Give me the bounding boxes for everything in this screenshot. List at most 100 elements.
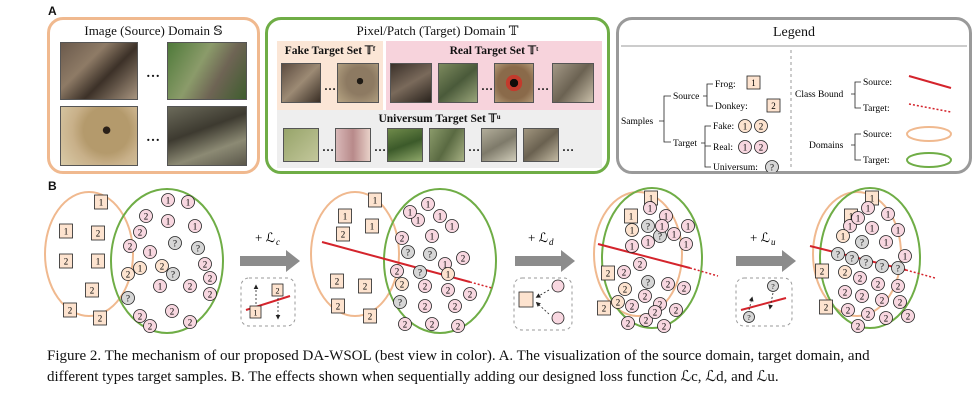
sample-label: 2 [336, 301, 341, 311]
target-class-bound [905, 269, 936, 279]
sample-label: 2 [456, 321, 461, 331]
real-sample-circle [445, 219, 459, 233]
real-sample-circle [851, 319, 865, 333]
sample-label: 2 [622, 267, 627, 277]
patch-photo [481, 128, 517, 162]
sample-label: 2 [638, 259, 643, 269]
step-lc: + ℒ c 1 2 [240, 230, 300, 327]
sample-label: 2 [138, 227, 143, 237]
sample-label: 2 [860, 291, 865, 301]
real-sample-circle [838, 285, 852, 299]
sample-label: 1 [96, 256, 101, 266]
source-sample-square [597, 300, 611, 316]
sample-label: 1 [660, 221, 665, 231]
source-class-bound [597, 243, 691, 269]
sample-label: 2 [666, 279, 671, 289]
sample-label: 2 [368, 311, 373, 321]
legend-source-bound-line [908, 75, 952, 89]
sample-label: 2 [644, 315, 649, 325]
sample-label: 2 [208, 273, 213, 283]
ellipsis: … [146, 130, 161, 145]
frog-photo [167, 106, 247, 166]
sample-label: 2 [335, 276, 340, 286]
universum-sample-circle [401, 245, 415, 259]
legend-source-label: Source [673, 92, 699, 102]
real-sample-circle [855, 289, 869, 303]
sample-label: 2 [423, 281, 428, 291]
sample-label: 1 [684, 239, 689, 249]
fake-sample-circle [121, 267, 135, 281]
real-sample-circle [441, 283, 455, 297]
sample-label: 1 [686, 221, 691, 231]
fake-sample-circle [441, 267, 455, 281]
sample-label: 1 [408, 207, 413, 217]
real-sample-circle [871, 277, 885, 291]
real-sample-circle [643, 201, 657, 215]
real-sample-circle [181, 195, 195, 209]
sample-label: 2 [395, 266, 400, 276]
real-sample-circle [898, 249, 912, 263]
fake-sample-circle [836, 229, 850, 243]
real-sample-circle [621, 316, 635, 330]
source-sample-square [815, 263, 829, 279]
sample-label: 1 [886, 209, 891, 219]
sample-label: ? [126, 293, 130, 303]
sample-label: 2 [203, 259, 208, 269]
source-sample-square [94, 194, 108, 210]
sample-label: ? [864, 257, 868, 267]
source-sample-square [358, 278, 372, 294]
real-sample-circle [879, 311, 893, 325]
sample-label: 2 [606, 268, 611, 278]
sample-label: 2 [400, 279, 405, 289]
sample-label: 2 [653, 307, 658, 317]
arrow-right-icon [515, 250, 575, 272]
sample-label: 2 [682, 283, 687, 293]
sample-label: 1 [446, 269, 451, 279]
real-sample-circle [891, 223, 905, 237]
sample-label: 1 [443, 259, 448, 269]
real-sample-circle [403, 205, 417, 219]
panel-a-letter: A [48, 4, 57, 18]
sample-label: ? [196, 243, 200, 253]
real-sample-circle [853, 271, 867, 285]
real-sample-circle [425, 229, 439, 243]
source-sample-square [59, 253, 73, 269]
source-sample-square [363, 308, 377, 324]
real-sample-circle [161, 193, 175, 207]
fake-sample-circle [133, 261, 147, 275]
source-domain-ellipse [310, 191, 400, 317]
step-lu-label: + ℒ [750, 230, 770, 245]
sample-label: 2 [188, 281, 193, 291]
legend-target-domain-ellipse [906, 152, 952, 168]
ellipsis: … [146, 66, 161, 81]
step-lu-sub: u [771, 237, 776, 247]
source-sample-square [601, 265, 615, 281]
real-sample-circle [875, 293, 889, 307]
sample-label: ? [171, 269, 175, 279]
universum-sample-circle [121, 291, 135, 305]
real-sample-circle [183, 279, 197, 293]
legend-num-1: 1 [743, 143, 748, 153]
real-sample-circle [617, 265, 631, 279]
source-sample-square [85, 282, 99, 298]
sample-label: 2 [144, 211, 149, 221]
real-sample-circle [395, 231, 409, 245]
step-lu: + ℒ u ? ? [735, 230, 796, 327]
sample-label: 2 [90, 285, 95, 295]
sample-label: 2 [884, 313, 889, 323]
sample-label: 2 [403, 319, 408, 329]
real-target-title: Real Target Set 𝕋ᵗ [449, 45, 539, 57]
legend-target-bound-line [908, 103, 952, 113]
sample-label: 2 [98, 313, 103, 323]
legend-domains-label: Domains [809, 141, 844, 151]
sample-label: 2 [468, 289, 473, 299]
sample-label: 1 [848, 221, 853, 231]
real-sample-circle [679, 237, 693, 251]
sample-label: 2 [846, 305, 851, 315]
source-sample-square [59, 223, 73, 239]
target-class-bound [689, 267, 719, 277]
real-sample-circle [161, 214, 175, 228]
sample-label: 2 [64, 256, 69, 266]
sample-label: 1 [158, 281, 163, 291]
real-sample-circle [648, 305, 662, 319]
